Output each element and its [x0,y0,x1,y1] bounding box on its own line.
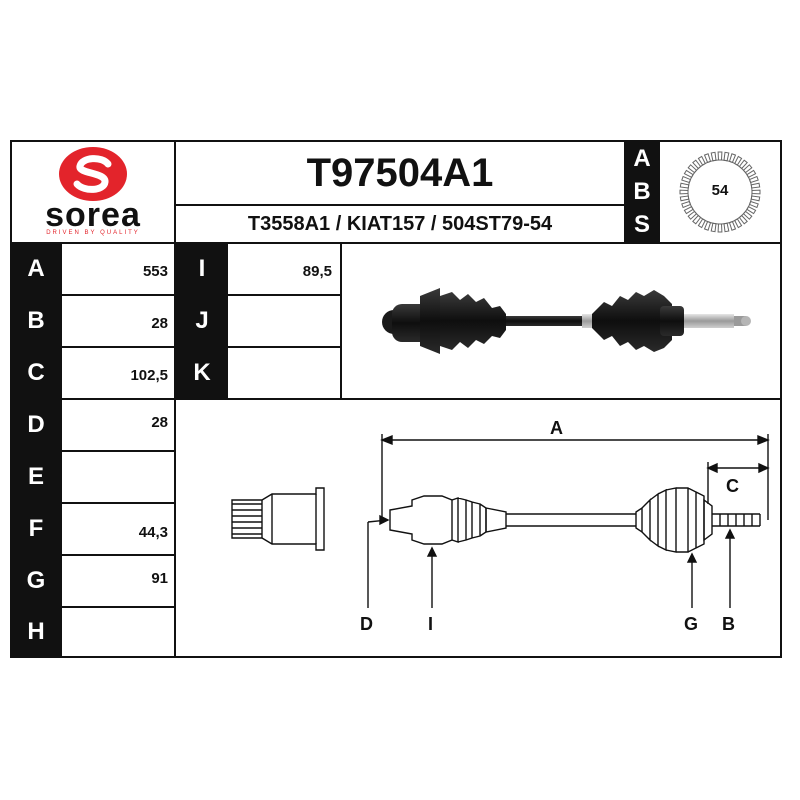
spec-value-c: 102,5 [130,367,168,384]
abs-label: A B S [626,142,658,242]
abs-tooth [697,218,706,229]
spec-letter-g: G [10,556,62,606]
spec-value-g: 91 [151,570,168,587]
grid-line [176,398,782,400]
abs-tooth [687,210,698,220]
grid-line [176,204,624,206]
abs-teeth-count: 54 [711,182,729,199]
abs-tooth [723,222,730,233]
abs-tooth [750,182,761,189]
abs-tooth [687,164,698,174]
spec-value-f: 44,3 [138,524,168,541]
abs-tooth [683,169,694,178]
spec-letter-b: B [10,296,62,346]
dimension-label-b: B [722,614,735,634]
abs-tooth [742,210,753,220]
abs-tooth [683,206,694,215]
grid-line [10,450,176,452]
abs-tooth [728,153,737,164]
spec-value-a: 553 [142,263,168,280]
abs-tooth [751,189,761,195]
brand-logo: sorea DRIVEN BY QUALITY [12,142,174,242]
spec-letter-h: H [10,608,62,656]
abs-tooth [723,151,730,162]
abs-tooth [717,151,723,161]
grid-line [658,142,660,242]
abs-tooth [746,169,757,178]
abs-tooth [703,153,712,164]
abs-tooth [692,214,702,225]
spec-letter-f: F [10,504,62,554]
abs-letter: S [633,211,650,239]
drive-shaft-photo-icon [382,288,751,354]
spec-value-b: 28 [151,315,168,332]
abs-ring: 54 [660,142,780,242]
abs-tooth [710,222,717,233]
grid-line [10,398,176,400]
abs-tooth [750,195,761,202]
dimension-label-d: D [360,614,373,634]
abs-tooth [679,189,689,195]
spec-letter-i: I [176,244,228,294]
grid-line [10,502,176,504]
abs-tooth [748,200,759,209]
grid-line [340,242,342,398]
spec-letter-a: A [10,244,62,294]
abs-tooth [717,223,723,233]
spec-letter-e: E [10,452,62,502]
brand-name: sorea [45,196,141,234]
sorea-logo-icon [59,147,127,201]
grid-line [10,554,176,556]
abs-tooth [681,200,692,209]
product-photo [342,244,780,398]
spec-letter-k: K [176,348,228,398]
abs-tooth [681,175,692,184]
abs-tooth [748,175,759,184]
spec-value-i: 89,5 [302,263,332,280]
dimension-label-a: A [550,418,563,438]
abs-tooth [742,164,753,174]
grid-line [10,242,782,244]
dimension-label-c: C [726,476,739,496]
abs-letter: B [633,177,651,205]
abs-tooth [710,151,717,162]
technical-drawing: A C D I G B [176,400,782,656]
spec-letter-j: J [176,296,228,346]
drive-shaft-diagram-icon [231,434,770,608]
abs-tooth [738,159,748,170]
grid-line [624,142,626,242]
dimension-label-i: I [428,614,434,634]
dimension-label-g: G [684,614,699,634]
spec-letter-c: C [10,348,62,398]
abs-tooth [734,155,743,166]
abs-tooth [746,206,757,215]
abs-gear-icon [679,151,761,233]
abs-tooth [679,195,690,202]
abs-tooth [728,220,737,231]
abs-tooth [692,159,702,170]
grid-line [10,606,176,608]
spec-value-d: 28 [151,414,168,431]
abs-tooth [679,182,690,189]
grid-line [10,294,340,296]
part-number: T97504A1 [306,150,494,195]
abs-tooth [703,220,712,231]
abs-tooth [738,214,748,225]
abs-tooth [734,218,743,229]
brand-tagline: DRIVEN BY QUALITY [46,230,140,236]
cross-references: T3558A1 / KIAT157 / 504ST79-54 [247,212,553,235]
abs-letter: A [633,144,651,172]
abs-tooth [697,155,706,166]
spec-letter-d: D [10,400,62,450]
grid-line [10,346,340,348]
